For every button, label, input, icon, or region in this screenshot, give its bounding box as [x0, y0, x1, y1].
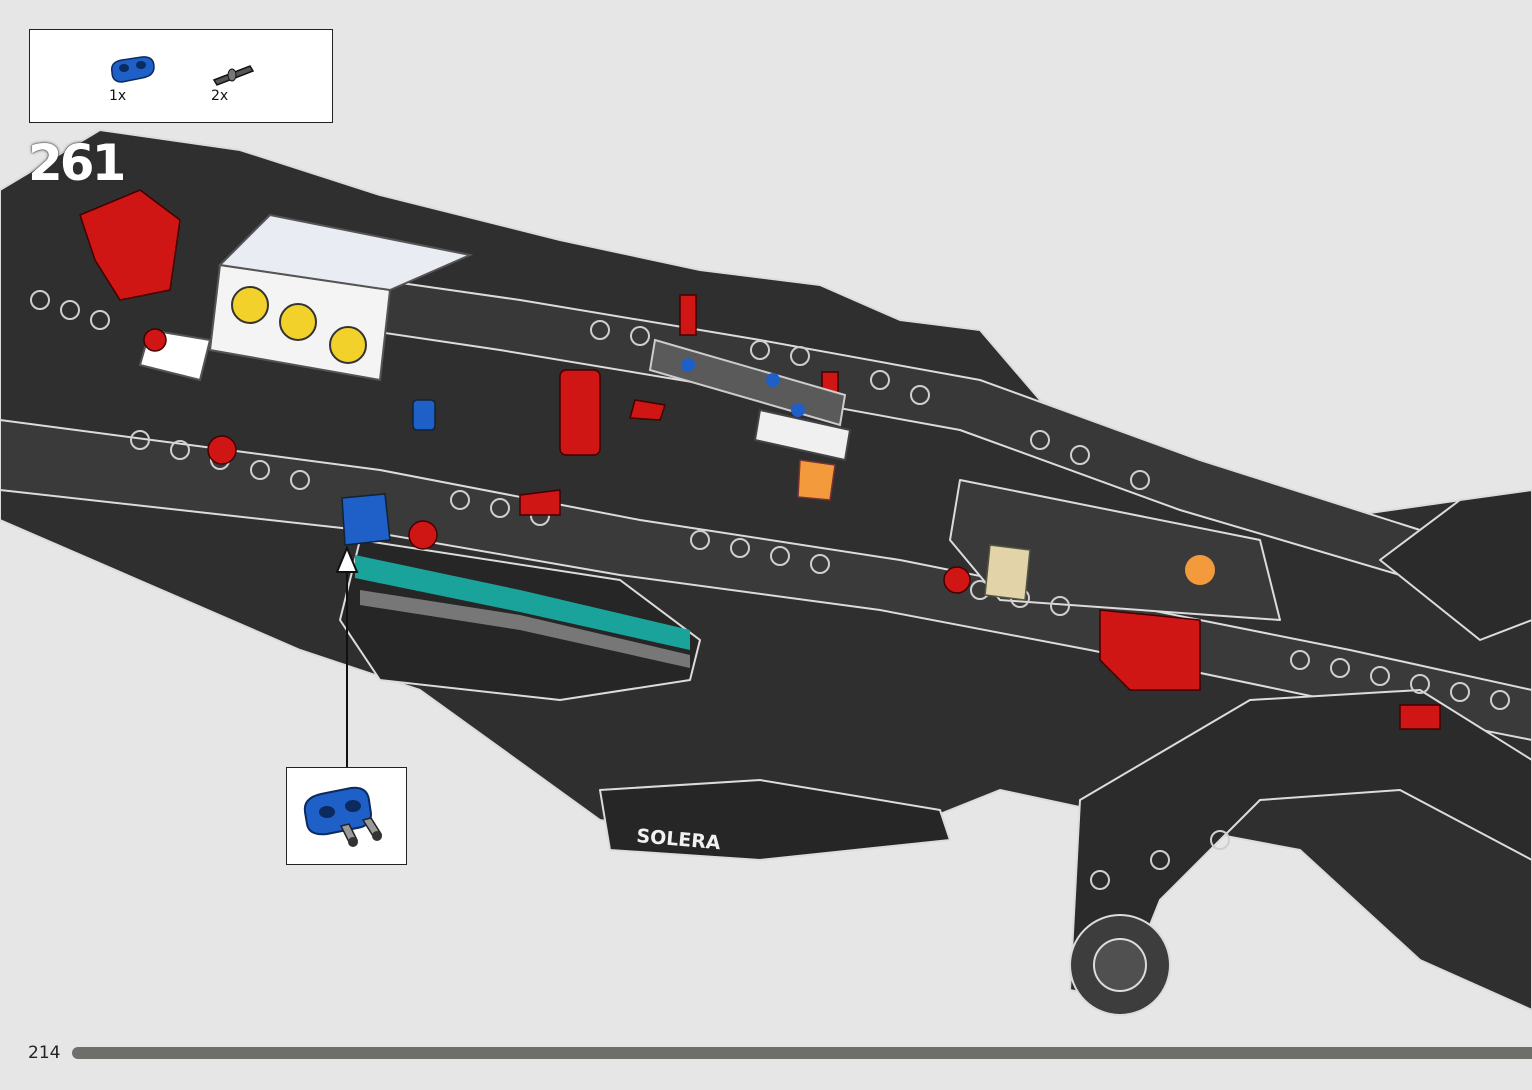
- blue-connector-with-pins-icon: [287, 768, 408, 866]
- part-qty-1: 1x: [109, 88, 126, 104]
- parts-list-box: 1x 2x: [29, 29, 333, 123]
- dark-grey-axle-pin-icon: [210, 60, 256, 90]
- model-illustration: SOLERA: [0, 0, 1532, 1040]
- part-qty-2: 2x: [211, 88, 228, 104]
- page-number: 214: [28, 1043, 60, 1063]
- blue-axle-pin-connector-icon: [108, 54, 158, 90]
- step-number: 261: [28, 134, 123, 192]
- progress-bar: [72, 1047, 1532, 1059]
- sub-assembly-callout: [286, 767, 407, 865]
